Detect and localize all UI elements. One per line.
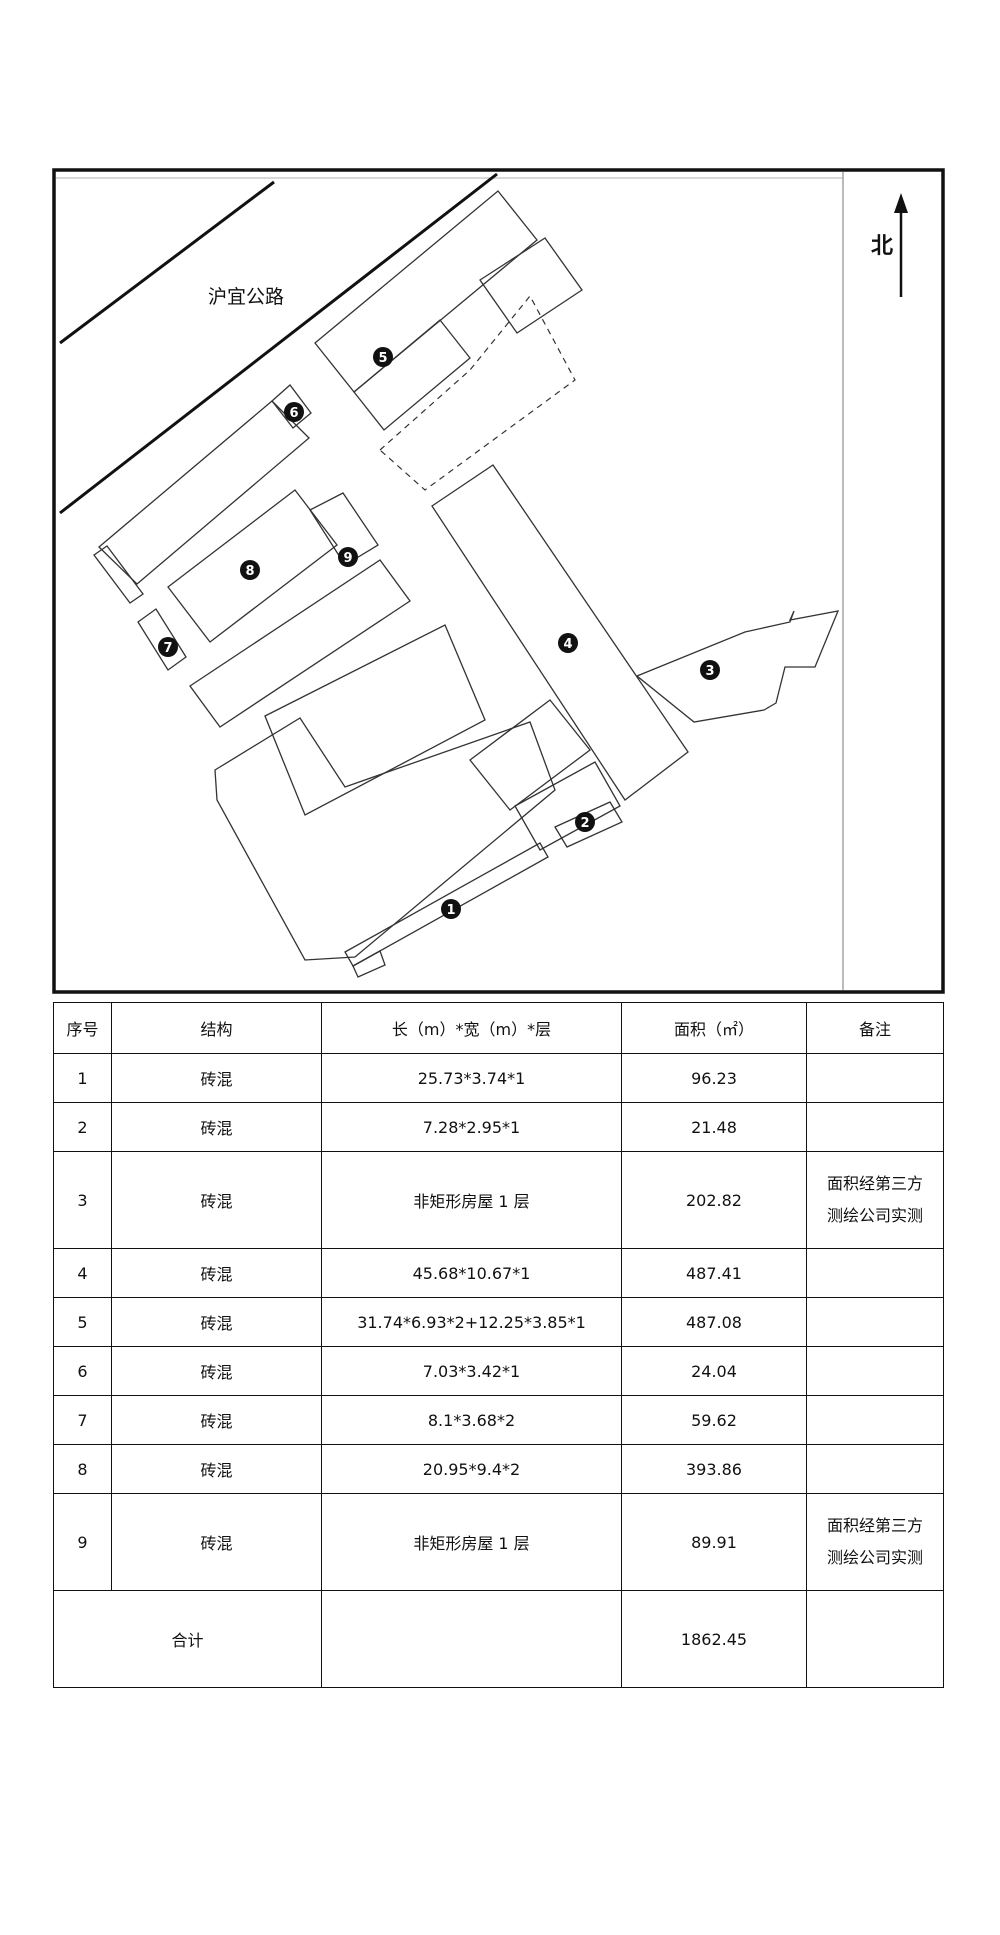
marker-5: 5 xyxy=(373,347,393,367)
cell-dimensions: 7.03*3.42*1 xyxy=(321,1346,622,1396)
site-plan-drawing: 沪宜公路 北 xyxy=(52,168,945,994)
cell-dimensions: 非矩形房屋 1 层 xyxy=(321,1493,622,1591)
cell-area: 89.91 xyxy=(621,1493,807,1591)
table-header-row: 序号 结构 长（m）*宽（m）*层 面积（㎡） 备注 xyxy=(53,1002,944,1054)
cell-area: 21.48 xyxy=(621,1102,807,1152)
marker-6-label: 6 xyxy=(289,406,298,421)
table-row: 1 砖混 25.73*3.74*1 96.23 xyxy=(53,1053,944,1103)
building-area-table: 序号 结构 长（m）*宽（m）*层 面积（㎡） 备注 1 砖混 25.73*3.… xyxy=(53,1002,944,1688)
cell-structure: 砖混 xyxy=(111,1444,322,1494)
remarks-line-1: 面积经第三方 xyxy=(826,1516,923,1535)
remarks-line-2: 测绘公司实测 xyxy=(826,1206,923,1225)
cell-area: 393.86 xyxy=(621,1444,807,1494)
cell-remarks xyxy=(806,1346,944,1396)
cell-area: 59.62 xyxy=(621,1395,807,1445)
header-area: 面积（㎡） xyxy=(621,1002,807,1054)
north-label: 北 xyxy=(871,234,893,259)
header-index: 序号 xyxy=(53,1002,112,1054)
table-row: 2 砖混 7.28*2.95*1 21.48 xyxy=(53,1102,944,1152)
building-outlines xyxy=(93,190,840,978)
cell-structure: 砖混 xyxy=(111,1053,322,1103)
marker-7-label: 7 xyxy=(163,641,172,656)
cell-index: 5 xyxy=(53,1297,112,1347)
total-label: 合计 xyxy=(53,1590,322,1688)
cell-index: 7 xyxy=(53,1395,112,1445)
cell-dimensions: 非矩形房屋 1 层 xyxy=(321,1151,622,1249)
marker-8: 8 xyxy=(240,560,260,580)
marker-5-label: 5 xyxy=(378,351,387,366)
marker-8-label: 8 xyxy=(245,564,254,579)
road-edge-lower xyxy=(59,172,498,515)
drawing-frame xyxy=(52,168,945,994)
cell-structure: 砖混 xyxy=(111,1248,322,1298)
marker-3-label: 3 xyxy=(705,664,714,679)
marker-4-label: 4 xyxy=(563,637,572,652)
table-row: 3 砖混 非矩形房屋 1 层 202.82 面积经第三方 测绘公司实测 xyxy=(53,1151,944,1249)
marker-9-label: 9 xyxy=(343,551,352,566)
cell-index: 9 xyxy=(53,1493,112,1591)
cell-dimensions: 20.95*9.4*2 xyxy=(321,1444,622,1494)
cell-structure: 砖混 xyxy=(111,1102,322,1152)
road-edge-upper xyxy=(59,180,275,345)
total-remarks xyxy=(806,1590,944,1688)
cell-remarks xyxy=(806,1395,944,1445)
cell-area: 487.08 xyxy=(621,1297,807,1347)
cell-index: 8 xyxy=(53,1444,112,1494)
remarks-line-1: 面积经第三方 xyxy=(826,1174,923,1193)
table-row: 9 砖混 非矩形房屋 1 层 89.91 面积经第三方 测绘公司实测 xyxy=(53,1493,944,1591)
cell-index: 6 xyxy=(53,1346,112,1396)
cell-remarks xyxy=(806,1444,944,1494)
marker-2: 2 xyxy=(575,812,595,832)
table-row: 6 砖混 7.03*3.42*1 24.04 xyxy=(53,1346,944,1396)
cell-area: 24.04 xyxy=(621,1346,807,1396)
marker-9: 9 xyxy=(338,547,358,567)
cell-area: 487.41 xyxy=(621,1248,807,1298)
marker-3: 3 xyxy=(700,660,720,680)
table-row: 8 砖混 20.95*9.4*2 393.86 xyxy=(53,1444,944,1494)
cell-dimensions: 8.1*3.68*2 xyxy=(321,1395,622,1445)
table-row: 7 砖混 8.1*3.68*2 59.62 xyxy=(53,1395,944,1445)
total-dimensions xyxy=(321,1590,622,1688)
cell-area: 96.23 xyxy=(621,1053,807,1103)
marker-2-label: 2 xyxy=(580,816,589,831)
cell-structure: 砖混 xyxy=(111,1151,322,1249)
cell-dimensions: 25.73*3.74*1 xyxy=(321,1053,622,1103)
north-arrow: 北 xyxy=(871,193,908,297)
cell-structure: 砖混 xyxy=(111,1346,322,1396)
cell-index: 1 xyxy=(53,1053,112,1103)
cell-remarks: 面积经第三方 测绘公司实测 xyxy=(806,1151,944,1249)
marker-4: 4 xyxy=(558,633,578,653)
cell-remarks xyxy=(806,1248,944,1298)
cell-remarks xyxy=(806,1053,944,1103)
total-area: 1862.45 xyxy=(621,1590,807,1688)
cell-structure: 砖混 xyxy=(111,1493,322,1591)
header-dimensions: 长（m）*宽（m）*层 xyxy=(321,1002,622,1054)
header-structure: 结构 xyxy=(111,1002,322,1054)
cell-dimensions: 7.28*2.95*1 xyxy=(321,1102,622,1152)
header-remarks: 备注 xyxy=(806,1002,944,1054)
table-row: 4 砖混 45.68*10.67*1 487.41 xyxy=(53,1248,944,1298)
cell-index: 2 xyxy=(53,1102,112,1152)
cell-dimensions: 31.74*6.93*2+12.25*3.85*1 xyxy=(321,1297,622,1347)
cell-remarks: 面积经第三方 测绘公司实测 xyxy=(806,1493,944,1591)
marker-1: 1 xyxy=(441,899,461,919)
cell-index: 4 xyxy=(53,1248,112,1298)
road-label: 沪宜公路 xyxy=(208,286,284,308)
cell-structure: 砖混 xyxy=(111,1297,322,1347)
marker-1-label: 1 xyxy=(446,903,455,918)
cell-remarks xyxy=(806,1297,944,1347)
marker-7: 7 xyxy=(158,637,178,657)
cell-index: 3 xyxy=(53,1151,112,1249)
marker-6: 6 xyxy=(284,402,304,422)
cell-structure: 砖混 xyxy=(111,1395,322,1445)
cell-remarks xyxy=(806,1102,944,1152)
cell-dimensions: 45.68*10.67*1 xyxy=(321,1248,622,1298)
table-row: 5 砖混 31.74*6.93*2+12.25*3.85*1 487.08 xyxy=(53,1297,944,1347)
table-total-row: 合计 1862.45 xyxy=(53,1590,944,1688)
remarks-line-2: 测绘公司实测 xyxy=(826,1548,923,1567)
cell-area: 202.82 xyxy=(621,1151,807,1249)
